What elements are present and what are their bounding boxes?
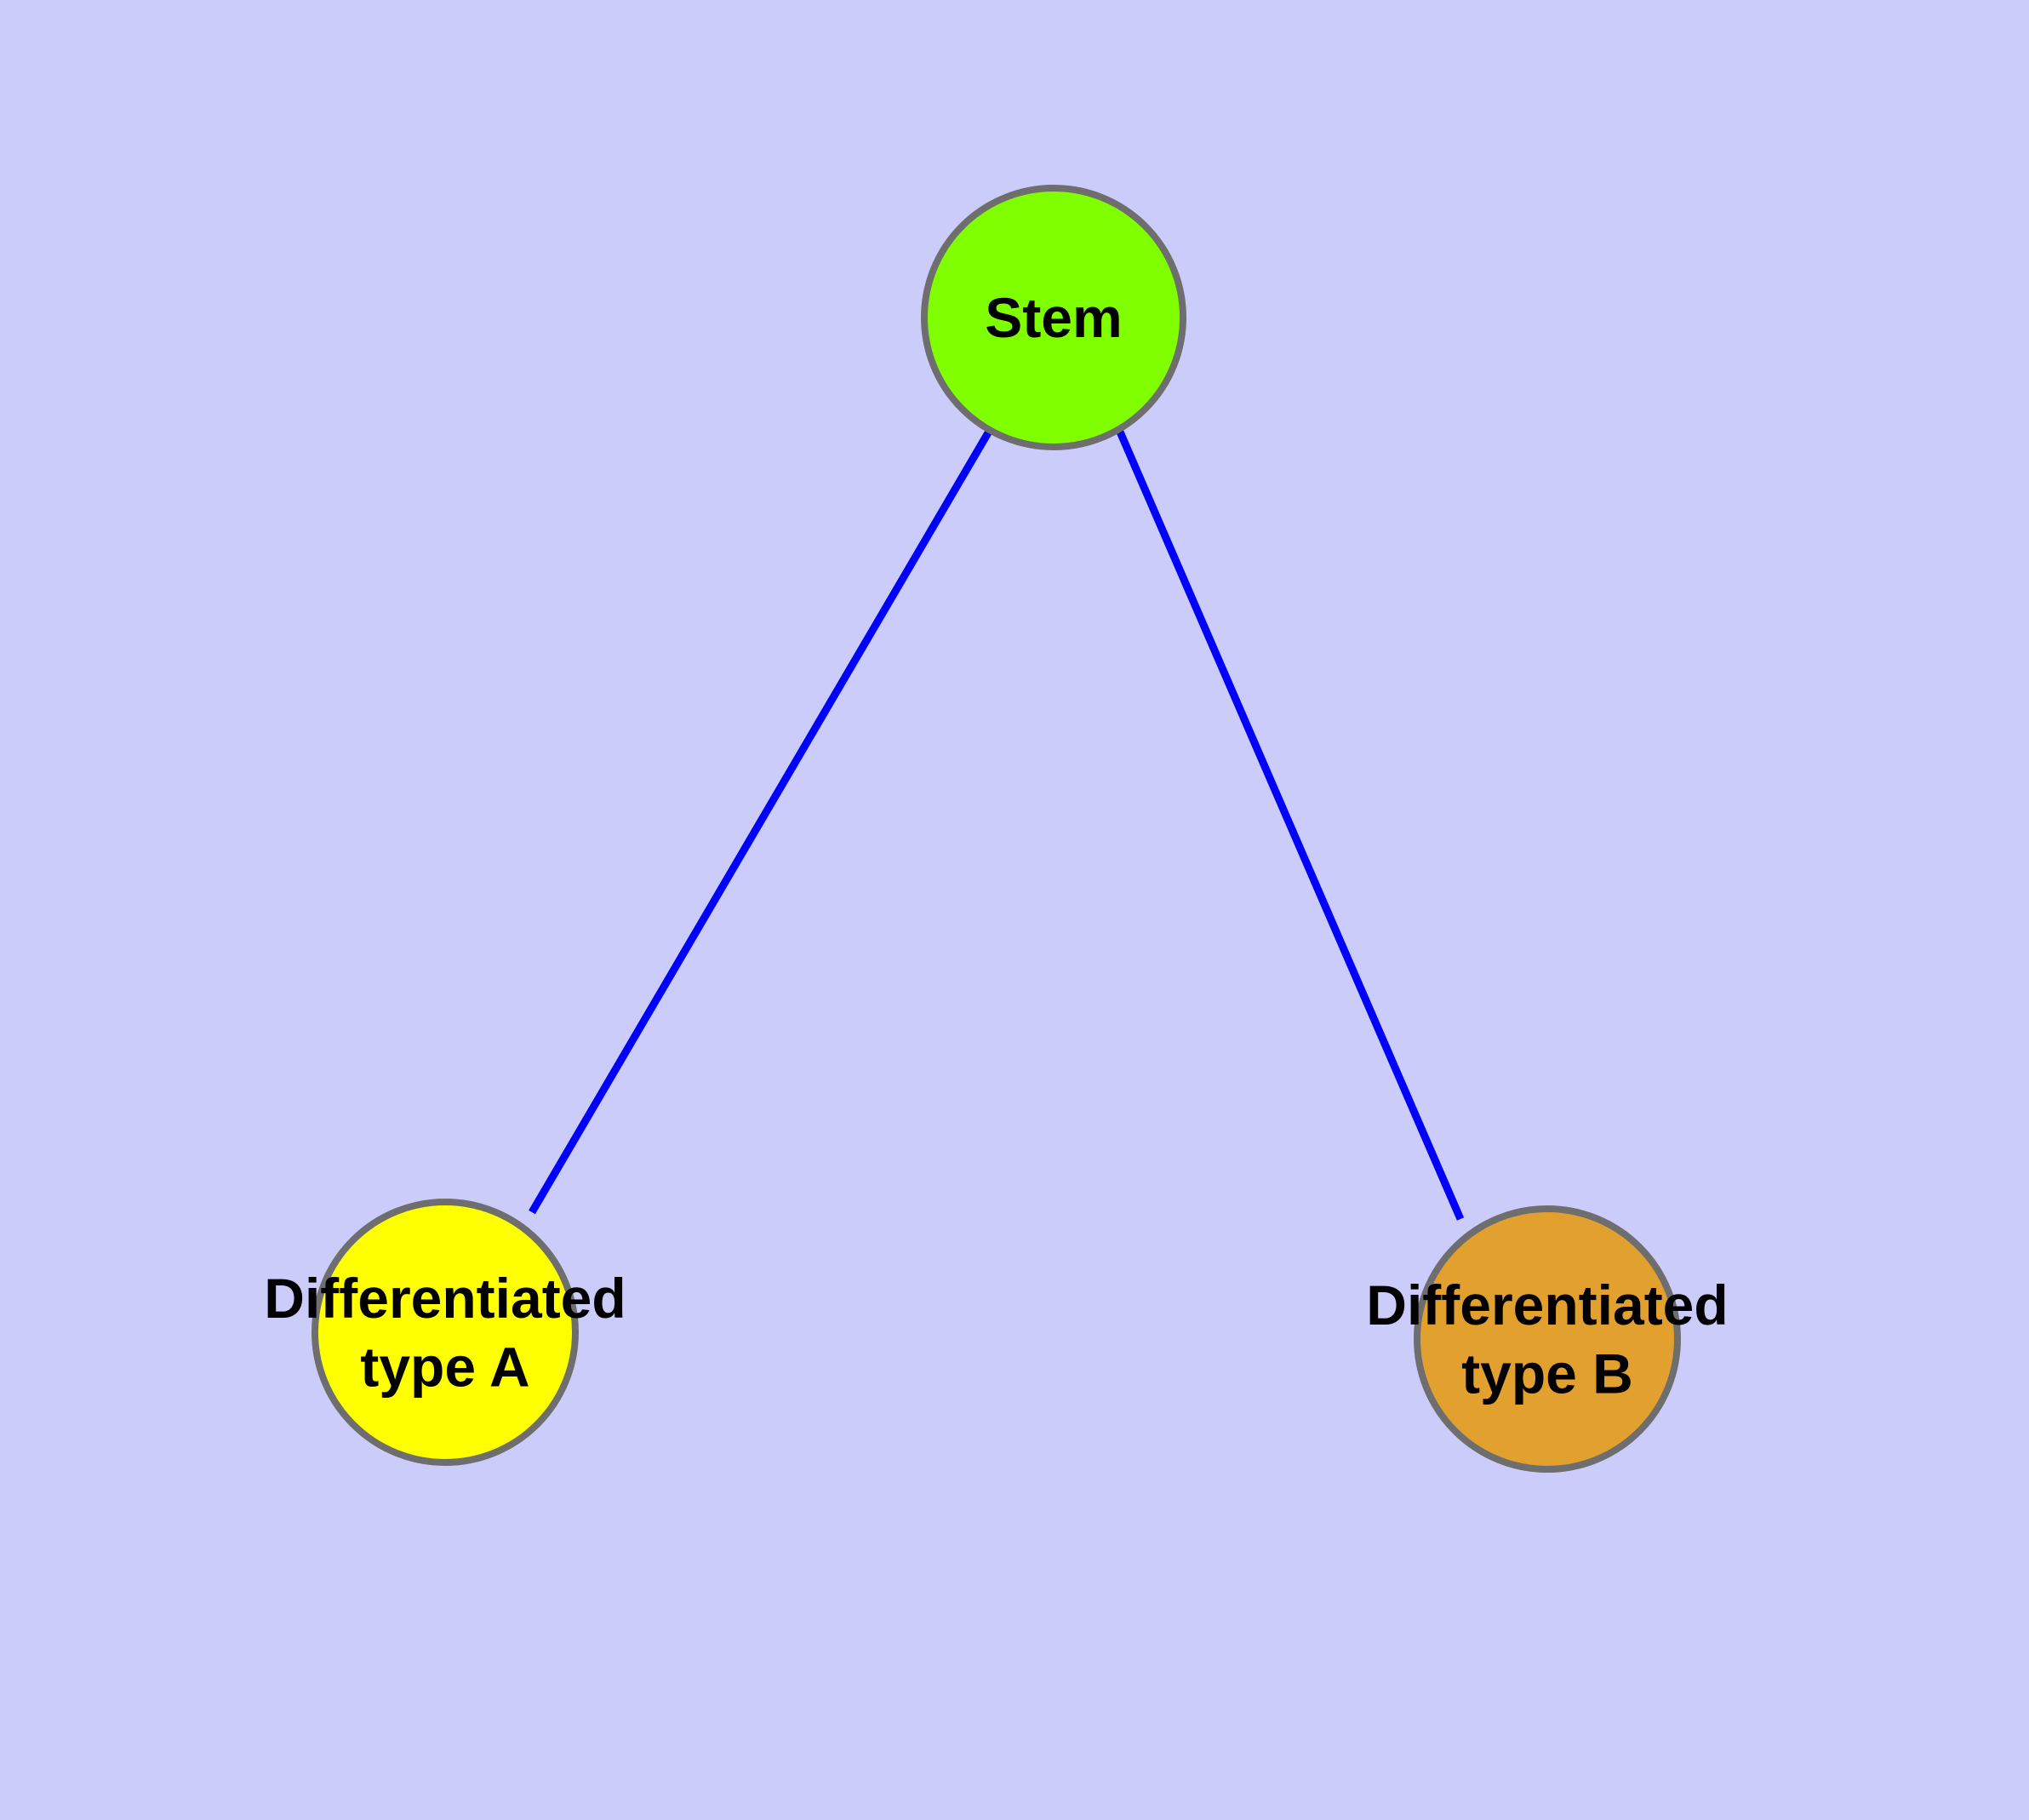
nodes-layer xyxy=(311,185,1681,1473)
node-label-line: Stem xyxy=(985,286,1122,349)
edge-stem-to-diff_b xyxy=(1115,428,1465,1221)
node-label-line: Differentiated xyxy=(264,1267,626,1330)
edges-layer xyxy=(529,427,1465,1221)
node-label-line: type A xyxy=(360,1335,529,1398)
edge-stem-to-diff_a xyxy=(529,427,993,1215)
node-label-line: Differentiated xyxy=(1366,1273,1728,1336)
node-label-line: type B xyxy=(1461,1342,1633,1405)
node-circle-diff_b[interactable] xyxy=(1414,1205,1681,1473)
node-circle-diff_a[interactable] xyxy=(311,1199,579,1466)
node-label-stem: Stem xyxy=(985,286,1122,349)
node-circle-stem[interactable] xyxy=(921,185,1186,450)
